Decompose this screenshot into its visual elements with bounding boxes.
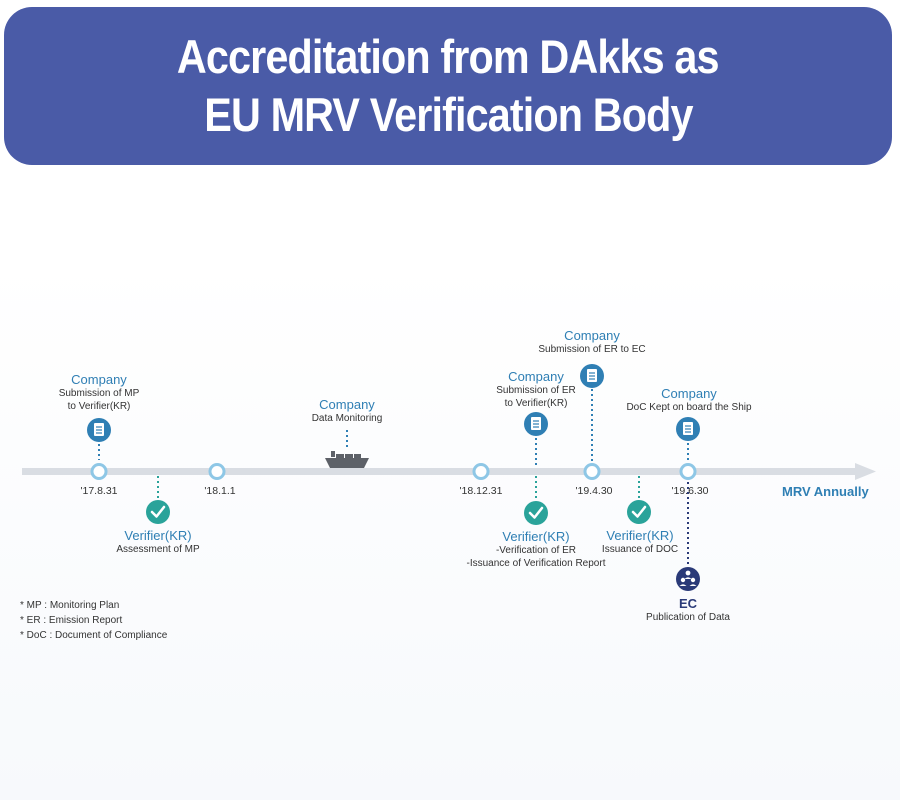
date-label: '18.12.31 [459,485,503,497]
event-description: Assessment of MP [116,544,200,555]
background [0,260,900,800]
check-icon [627,500,651,524]
event-description: to Verifier(KR) [67,401,131,412]
role-label: Verifier(KR) [502,529,570,544]
role-label: Company [508,369,564,384]
event-company-er-verifier: Company Submission of ER to Verifier(KR) [496,369,575,410]
title-banner: Accreditation from DAkks as EU MRV Verif… [4,7,892,165]
event-ec: EC Publication of Data [646,596,730,624]
timeline-node-2 [208,463,226,480]
timeline-node-5 [679,463,697,480]
title-line-2: EU MRV Verification Body [203,88,693,141]
role-label: Verifier(KR) [606,528,674,543]
timeline-node-3 [472,463,490,480]
event-description: Submission of ER to EC [538,344,646,355]
timeline-node-1 [90,463,108,480]
date-label: '17.8.31 [80,485,118,497]
event-description: Submission of MP [58,388,140,399]
ship-icon [325,451,369,468]
title-line-1: Accreditation from DAkks as [177,30,720,83]
legend-item: * MP : Monitoring Plan [20,600,120,611]
timeline-axis [22,468,858,475]
role-label: Company [661,386,717,401]
event-description: to Verifier(KR) [504,398,568,409]
check-icon [146,500,170,524]
mrv-annually-label: MRV Annually [782,484,869,499]
date-label: '19.4.30 [575,485,613,497]
event-company-er-ec: Company Submission of ER to EC [538,328,645,356]
document-icon [524,412,548,436]
event-description: -Verification of ER [495,545,577,556]
legend-item: * ER : Emission Report [20,615,123,626]
event-verifier-er: Verifier(KR) -Verification of ER -Issuan… [467,529,606,570]
event-description: Issuance of DOC [601,544,679,555]
legend-item: * DoC : Document of Compliance [20,630,168,641]
timeline-node-4 [583,463,601,480]
document-icon [676,417,700,441]
abbreviation-legend: * MP : Monitoring Plan * ER : Emission R… [20,598,167,643]
document-icon [87,418,111,442]
event-verifier-mp: Verifier(KR) Assessment of MP [116,528,199,556]
people-icon [676,567,700,591]
check-icon [524,501,548,525]
event-company-doc: Company DoC Kept on board the Ship [626,386,751,414]
role-label: Company [319,397,375,412]
role-label: Verifier(KR) [124,528,192,543]
timeline-arrow-head [855,463,876,480]
event-company-mp: Company Submission of MP to Verifier(KR) [59,372,140,413]
event-verifier-doc: Verifier(KR) Issuance of DOC [602,528,678,556]
role-label: EC [678,596,698,611]
event-description: DoC Kept on board the Ship [626,402,752,413]
event-description: Publication of Data [646,612,730,623]
role-label: Company [564,328,620,343]
event-company-monitoring: Company Data Monitoring [312,397,383,425]
role-label: Company [71,372,127,387]
date-label: '18.1.1 [204,485,236,497]
date-label: '19.6.30 [671,485,709,497]
event-description: Submission of ER [496,385,576,396]
event-description: -Issuance of Verification Report [466,558,606,569]
document-icon [580,364,604,388]
event-description: Data Monitoring [311,413,383,424]
